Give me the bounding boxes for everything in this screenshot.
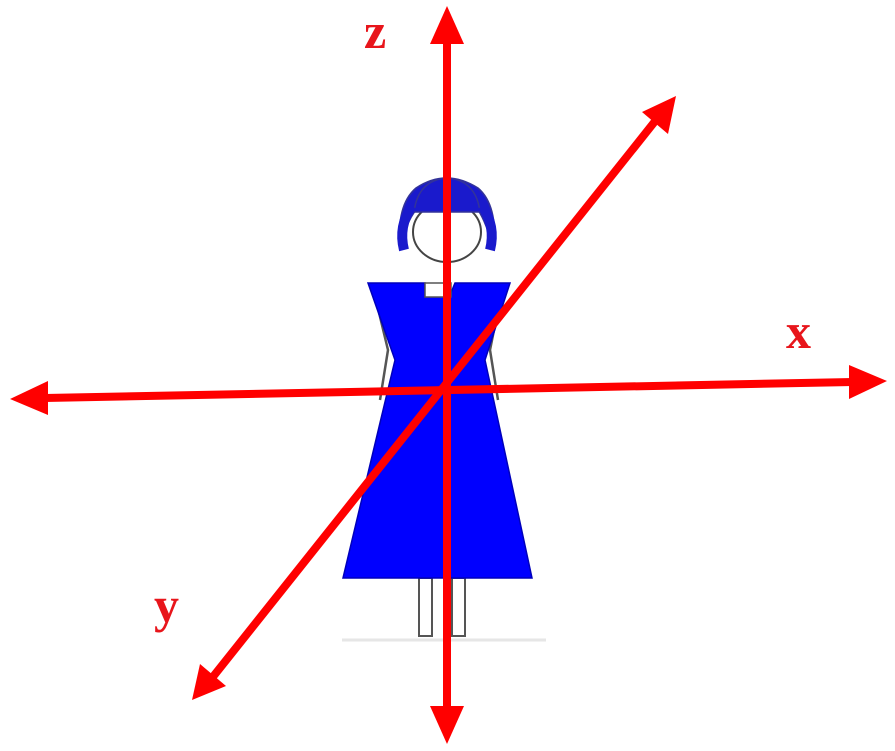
y-axis-label: y — [154, 577, 179, 633]
person-figure — [342, 177, 546, 642]
y-axis-line — [208, 117, 660, 681]
y-axis-arrow-lower — [192, 664, 226, 700]
x-axis-arrow-right — [849, 365, 887, 399]
x-axis-label: x — [786, 303, 811, 359]
z-axis-label: z — [364, 3, 387, 59]
z-axis-arrow-bottom — [430, 706, 464, 744]
y-axis-arrow-upper — [642, 96, 676, 134]
z-axis-arrow-top — [430, 6, 464, 44]
x-axis-arrow-left — [10, 381, 48, 415]
x-axis-line — [44, 378, 854, 402]
person-dress — [342, 282, 533, 579]
axes — [10, 6, 887, 744]
person-legs — [418, 577, 466, 637]
